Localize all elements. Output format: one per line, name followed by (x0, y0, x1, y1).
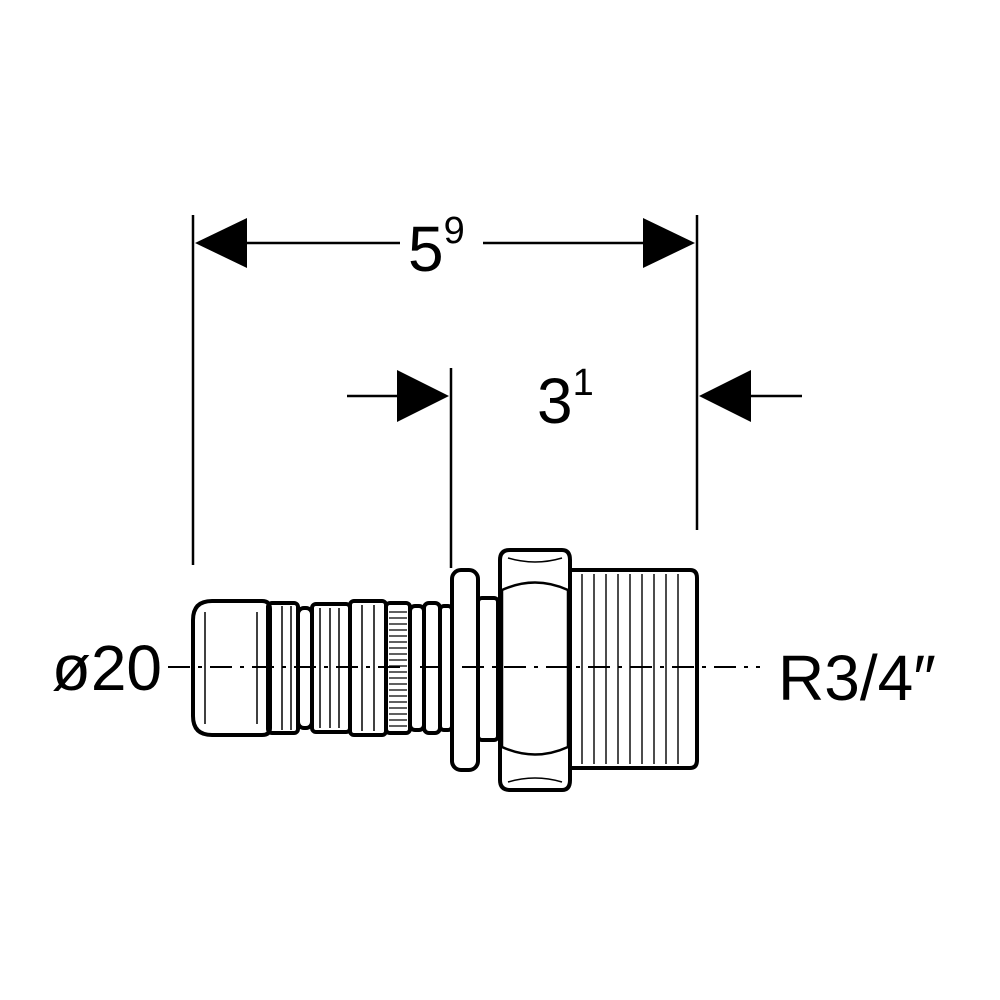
overall-length-label: 59 (408, 210, 465, 285)
insertion-depth-label: 31 (537, 362, 594, 437)
overall-length-superscript: 9 (444, 210, 465, 252)
thread-lines (581, 574, 679, 764)
hex-nut (498, 548, 572, 792)
threaded-end (568, 568, 699, 770)
thread-size-label: R3/4″ (778, 642, 936, 714)
insertion-depth-value: 3 (537, 365, 573, 437)
insertion-depth-superscript: 1 (573, 362, 594, 404)
arrowhead-insert-left (397, 370, 449, 422)
insertion-depth-dimension: 31 (347, 362, 802, 568)
arrowhead-left (195, 218, 247, 268)
pipe-diameter-label: ø20 (52, 632, 162, 704)
flange-disc (450, 568, 500, 772)
overall-length-value: 5 (408, 213, 444, 285)
arrowhead-right (643, 218, 695, 268)
fitting (191, 548, 699, 792)
overall-length-dimension: 59 (191, 210, 699, 565)
arrowhead-insert-right (699, 370, 751, 422)
knurl-pattern (389, 611, 407, 727)
